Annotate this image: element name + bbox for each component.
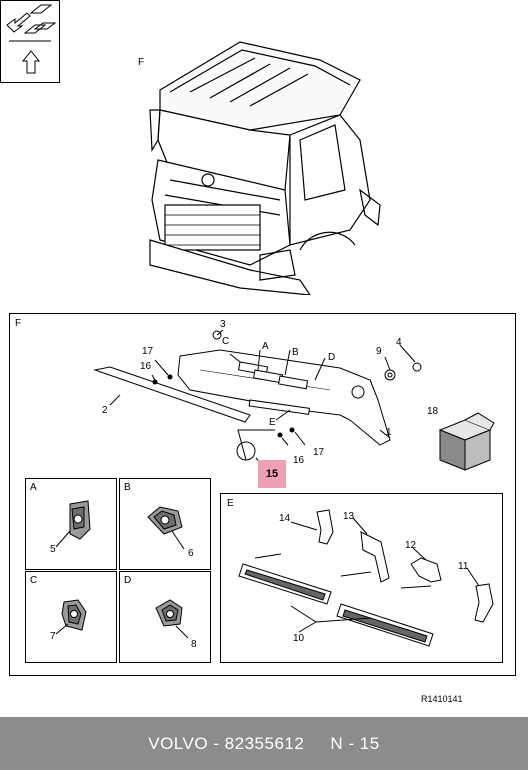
- callout-b: B: [292, 347, 299, 358]
- callout-3: 3: [220, 319, 226, 330]
- callout-12: 12: [405, 540, 417, 551]
- inset-b: B 6: [119, 478, 211, 570]
- callout-17-upper: 17: [142, 346, 154, 357]
- direction-arrow-icon: [0, 0, 60, 83]
- callout-4: 4: [396, 337, 402, 348]
- truck-cab-illustration: F: [130, 30, 390, 295]
- detail-frame-label: F: [15, 318, 22, 329]
- callout-16-lower: 16: [293, 455, 305, 466]
- air-deflector-exploded-view: 3 C A B D 17 16 2 9 4 E 1 16 17: [90, 320, 510, 480]
- inset-e: E 14 13 12 11 10: [220, 493, 503, 663]
- footer-caption: VOLVO - 82355612 N - 15: [148, 734, 380, 753]
- part-6: 6: [188, 548, 194, 559]
- inset-d-letter: D: [124, 575, 132, 586]
- part-7: 7: [50, 631, 56, 642]
- callout-d: D: [328, 352, 336, 363]
- reference-number: R1410141: [421, 694, 463, 704]
- highlighted-part-15[interactable]: 15: [258, 460, 286, 488]
- inset-c-letter: C: [30, 575, 38, 586]
- callout-11: 11: [458, 561, 469, 572]
- part-5: 5: [50, 544, 56, 555]
- callout-2: 2: [102, 405, 108, 416]
- callout-10: 10: [293, 633, 305, 644]
- inset-a: A 5: [25, 478, 117, 570]
- inset-d: D 8: [119, 571, 211, 663]
- inset-a-letter: A: [30, 482, 37, 493]
- callout-13: 13: [343, 511, 355, 522]
- callout-9: 9: [376, 346, 382, 357]
- callout-a: A: [262, 341, 269, 352]
- inset-c: C 7: [25, 571, 117, 663]
- parts-box-icon: 18: [420, 405, 500, 475]
- callout-17-lower: 17: [313, 447, 325, 458]
- inset-b-letter: B: [124, 482, 131, 493]
- callout-e: E: [269, 417, 276, 428]
- callout-18: 18: [427, 406, 439, 417]
- callout-1: 1: [386, 427, 392, 438]
- part-8: 8: [191, 639, 197, 650]
- callout-16-upper: 16: [140, 361, 152, 372]
- inset-e-letter: E: [227, 498, 234, 509]
- footer-bar: VOLVO - 82355612 N - 15: [0, 717, 528, 770]
- callout-14: 14: [279, 513, 291, 524]
- callout-c: C: [222, 336, 230, 347]
- overview-callout-f: F: [138, 57, 145, 68]
